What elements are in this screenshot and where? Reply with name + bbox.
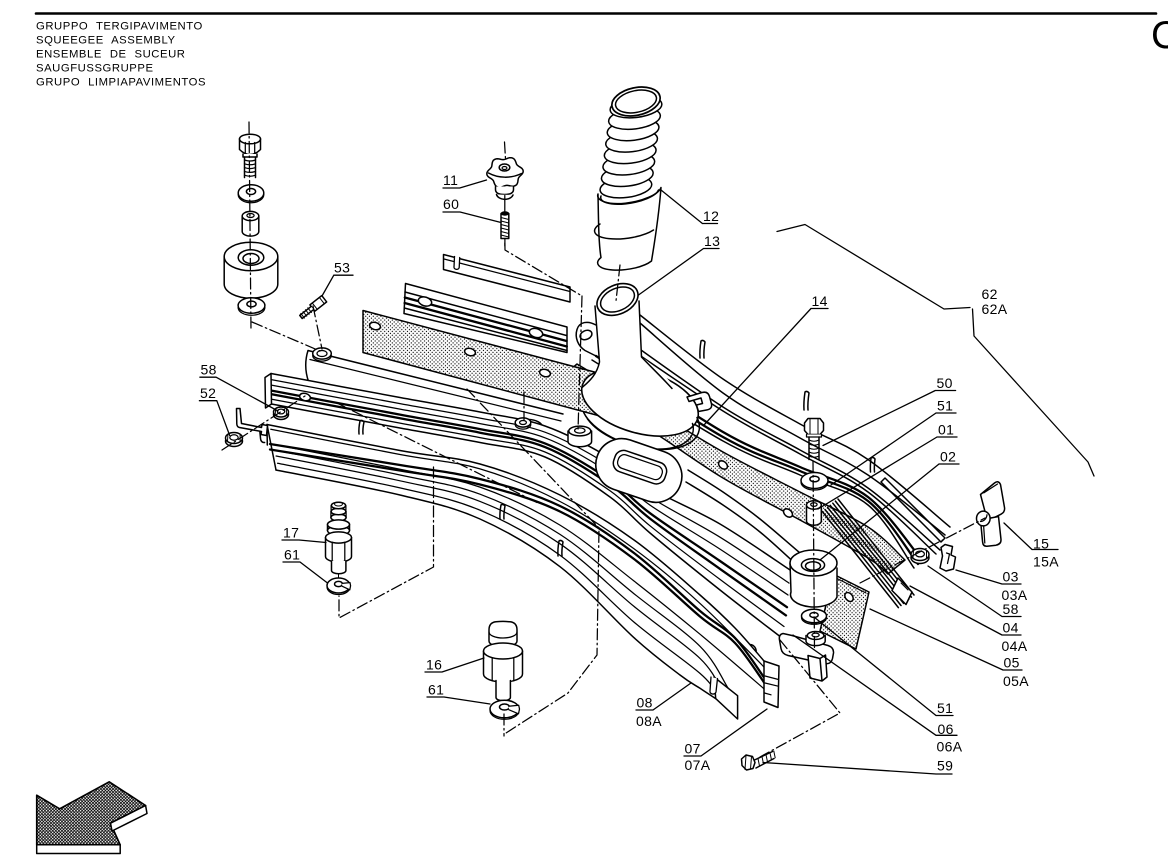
svg-text:60: 60 [443, 196, 459, 212]
svg-text:01: 01 [938, 422, 954, 438]
svg-text:15A: 15A [1033, 554, 1059, 570]
svg-text:06A: 06A [937, 739, 963, 755]
svg-text:58: 58 [201, 362, 217, 378]
svg-text:51: 51 [937, 398, 953, 414]
svg-text:58: 58 [1003, 601, 1019, 617]
svg-text:05A: 05A [1003, 673, 1029, 689]
svg-text:62: 62 [982, 286, 998, 302]
svg-text:04: 04 [1003, 620, 1019, 636]
svg-text:51: 51 [937, 700, 953, 716]
svg-text:11: 11 [443, 172, 458, 188]
svg-text:16: 16 [426, 657, 442, 673]
svg-text:C: C [1151, 14, 1168, 57]
svg-text:06: 06 [938, 721, 954, 737]
svg-text:61: 61 [428, 682, 444, 698]
svg-text:05: 05 [1004, 655, 1020, 671]
svg-text:15: 15 [1033, 536, 1049, 552]
svg-text:59: 59 [937, 758, 953, 774]
svg-text:13: 13 [704, 233, 720, 249]
svg-text:GRUPPO TERGIPAVIMENTO: GRUPPO TERGIPAVIMENTO [36, 21, 203, 33]
svg-text:07: 07 [685, 741, 701, 757]
svg-text:03A: 03A [1002, 587, 1028, 603]
svg-text:17: 17 [283, 525, 299, 541]
svg-text:04A: 04A [1002, 638, 1028, 654]
svg-text:14: 14 [812, 293, 828, 309]
svg-text:08: 08 [637, 695, 653, 711]
svg-text:ENSEMBLE DE SUCEUR: ENSEMBLE DE SUCEUR [36, 49, 186, 61]
svg-text:SQUEEGEE ASSEMBLY: SQUEEGEE ASSEMBLY [36, 35, 176, 47]
svg-text:52: 52 [200, 385, 216, 401]
svg-text:02: 02 [940, 449, 956, 465]
svg-text:03: 03 [1003, 569, 1019, 585]
svg-text:GRUPO LIMPIAPAVIMENTOS: GRUPO LIMPIAPAVIMENTOS [36, 77, 206, 89]
svg-text:62A: 62A [982, 301, 1008, 317]
svg-text:08A: 08A [636, 713, 662, 729]
svg-text:07A: 07A [685, 757, 711, 773]
svg-text:61: 61 [284, 547, 300, 563]
svg-text:SAUGFUSSGRUPPE: SAUGFUSSGRUPPE [36, 63, 154, 75]
svg-text:53: 53 [334, 260, 350, 276]
svg-text:12: 12 [703, 208, 719, 224]
svg-text:50: 50 [937, 375, 953, 391]
